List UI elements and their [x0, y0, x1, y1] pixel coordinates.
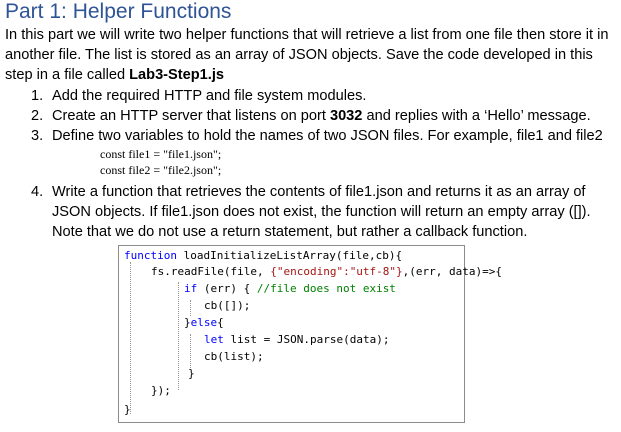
code-line-5: }else{: [184, 315, 224, 330]
const-line-1: const file1 = "file1.json";: [100, 147, 222, 161]
step-text: Create an HTTP server that listens on po…: [52, 106, 591, 126]
code-line-10: }: [124, 403, 131, 416]
page-heading: Part 1: Helper Functions: [5, 0, 232, 23]
code-line-1: function loadInitializeListArray(file,cb…: [124, 248, 402, 263]
step-text-after: and replies with a ‘Hello’ message.: [362, 108, 591, 124]
code-text: (err) {: [197, 282, 257, 295]
step-text-before: Create an HTTP server that listens on po…: [52, 108, 330, 124]
code-text: {: [217, 316, 224, 329]
const-line-2: const file2 = "file2.json";: [100, 163, 222, 177]
intro-text: In this part we will write two helper fu…: [5, 27, 609, 83]
code-line-6: let list = JSON.parse(data);: [204, 332, 389, 347]
intro-filename: Lab3-Step1.js: [129, 67, 225, 83]
step-text: Define two variables to hold the names o…: [52, 128, 603, 144]
indent-guide: [130, 262, 131, 414]
code-text: fs.readFile(file,: [151, 265, 271, 278]
code-text: ,(err, data)=>{: [402, 265, 503, 278]
code-keyword: function: [124, 249, 177, 262]
code-line-8: }: [188, 367, 195, 380]
step-number: 2.: [31, 108, 44, 124]
indent-guide: [190, 334, 191, 368]
step-text: Write a function that retrieves the cont…: [52, 184, 591, 240]
step-number: 4.: [31, 184, 44, 200]
code-keyword: let: [204, 333, 224, 346]
indent-guide: [178, 282, 179, 390]
port-number: 3032: [329, 108, 363, 124]
code-block: [118, 245, 465, 423]
code-text: list = JSON.parse(data);: [223, 333, 390, 346]
code-keyword: else: [190, 316, 218, 329]
intro-paragraph: In this part we will write two helper fu…: [5, 25, 617, 85]
code-line-4: cb([]);: [204, 299, 251, 312]
step-text: Add the required HTTP and file system mo…: [52, 88, 367, 104]
code-line-9: });: [151, 384, 171, 397]
code-line-2: fs.readFile(file, {"encoding":"utf-8"},(…: [151, 264, 502, 279]
code-keyword: if: [184, 282, 198, 295]
step-number: 3.: [31, 128, 44, 144]
code-string: {"encoding":"utf-8"}: [270, 265, 403, 278]
code-line-3: if (err) { //file does not exist: [184, 281, 396, 296]
code-text: }: [184, 316, 191, 329]
indent-guide: [190, 300, 191, 316]
code-comment: //file does not exist: [256, 282, 396, 295]
step-number: 1.: [31, 88, 44, 104]
code-text: loadInitializeListArray(file,cb){: [176, 249, 403, 262]
code-line-7: cb(list);: [204, 350, 264, 363]
